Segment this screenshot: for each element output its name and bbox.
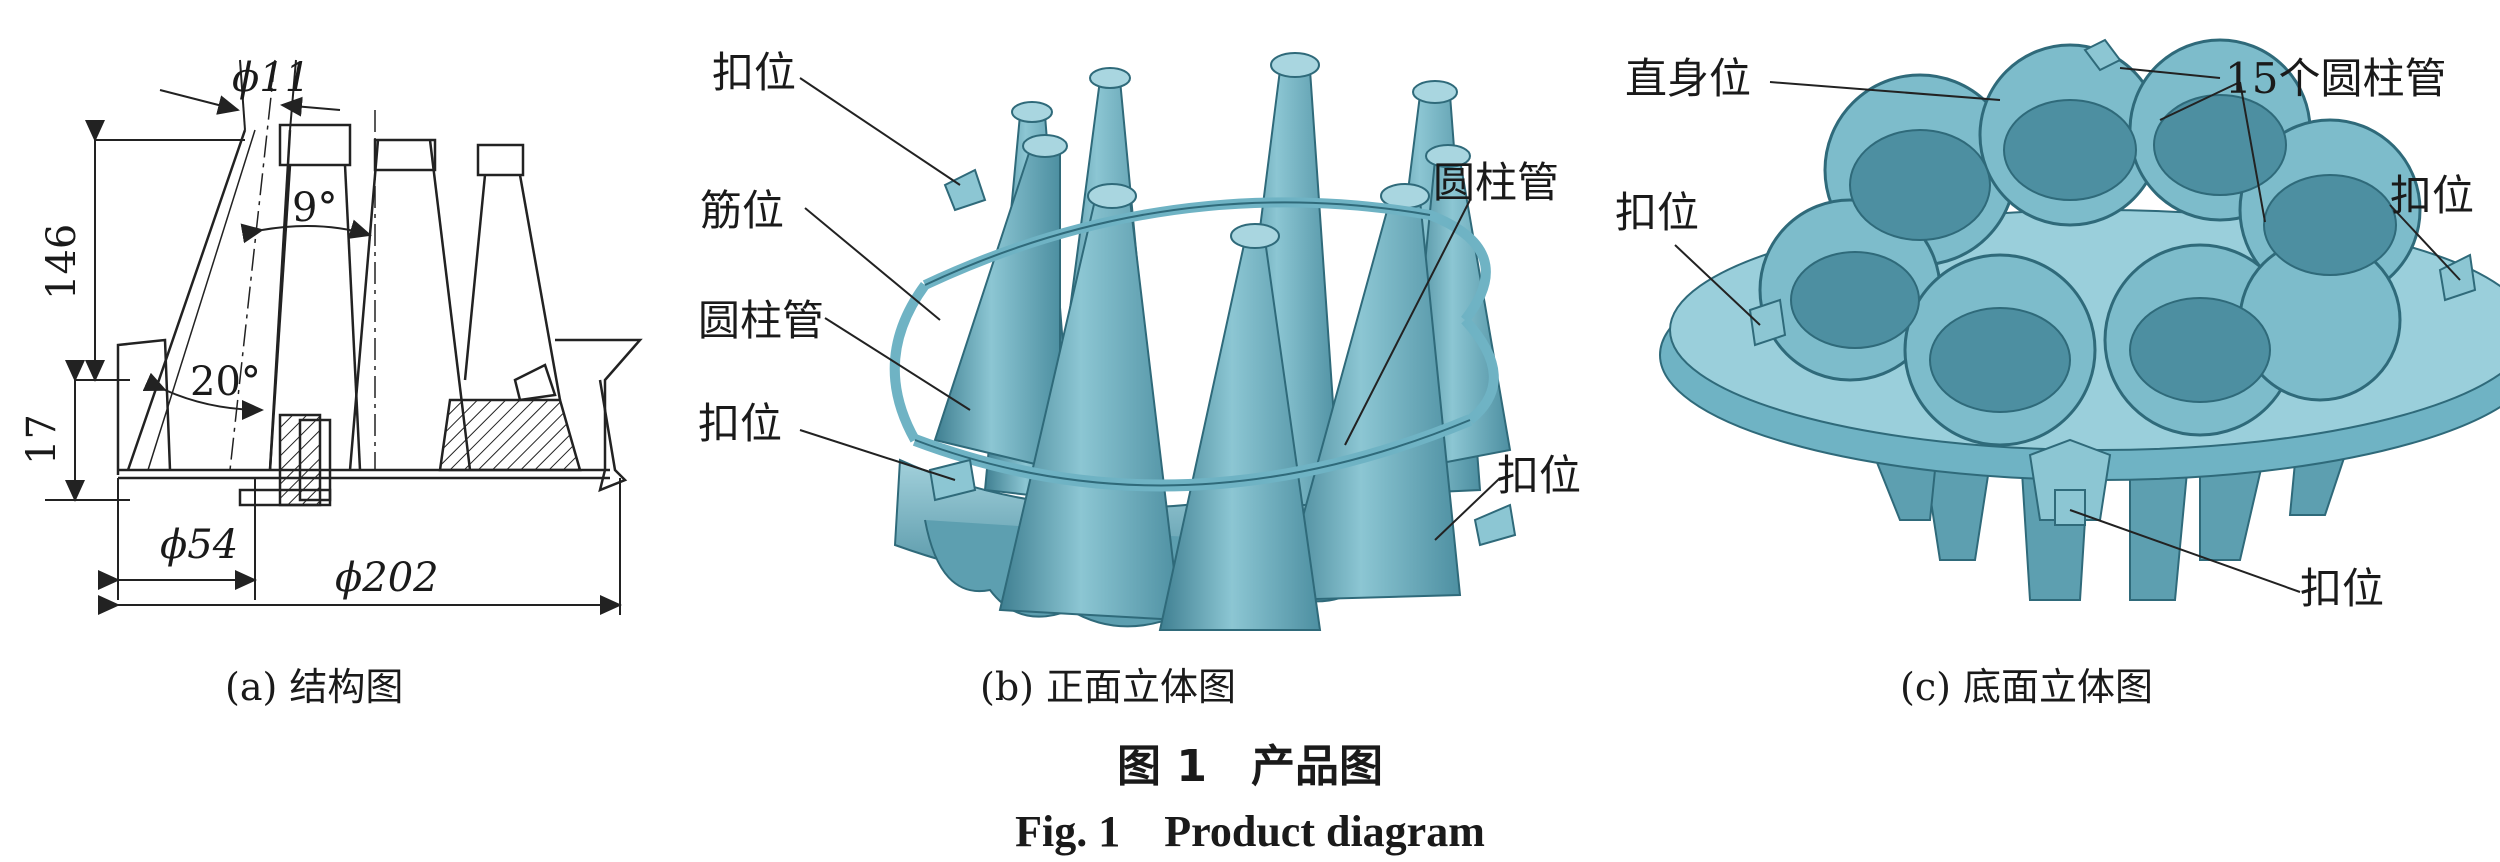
label-15-tubes: 15个圆柱管 [2225, 54, 2447, 103]
dim-20deg: 20° [190, 359, 261, 405]
bottom-cup-holes [1790, 94, 2397, 413]
dim-phi54: ϕ54 [160, 522, 239, 568]
label-kouwei-bottom-c: 扣位 [2300, 564, 2385, 613]
label-zhishenwei: 直身位 [1625, 54, 1752, 103]
dim-phi11: ϕ11 [232, 55, 311, 101]
front-cones [933, 52, 1512, 631]
figure-title-cn: 图 1 产品图 [1117, 741, 1383, 792]
label-kouwei-right: 扣位 [1497, 451, 1582, 500]
dim-17: 17 [19, 414, 65, 465]
panel-b-front-view: 扣位 筋位 圆柱管 扣位 圆柱管 扣位 (b) 正面立体图 [640, 0, 1620, 760]
front-ring [889, 197, 1499, 492]
label-yuanzhuguan-left: 圆柱管 [698, 296, 825, 345]
dim-9deg: 9° [292, 185, 338, 231]
figure-title-en: Fig. 1 Product diagram [1015, 807, 1485, 856]
panel-a-structure-drawing: ϕ11 9° 146 20° 17 ϕ54 ϕ202 (a) 结构图 [0, 0, 680, 760]
bottom-center-snap [1748, 38, 2477, 526]
label-kouwei-right-c: 扣位 [2390, 171, 2475, 220]
front-leader-lines [799, 77, 1501, 541]
label-jinwei: 筋位 [700, 186, 785, 235]
bottom-view-svg [1659, 38, 2500, 601]
label-yuanzhuguan-right: 圆柱管 [1433, 158, 1560, 207]
label-kouwei-left-c: 扣位 [1615, 188, 1700, 237]
middle-cone [238, 123, 472, 507]
caption-b: (b) 正面立体图 [980, 665, 1237, 709]
dimension-lines [45, 59, 622, 615]
label-kouwei-top: 扣位 [712, 48, 797, 97]
bottom-leader-lines [1674, 67, 2461, 593]
right-cone [438, 143, 582, 472]
structure-drawing-svg [45, 59, 643, 615]
panel-c-bottom-view: 直身位 15个圆柱管 扣位 扣位 扣位 (c) 底面立体图 [1600, 0, 2500, 760]
front-view-svg [799, 52, 1517, 631]
dim-146: 146 [39, 223, 85, 300]
dim-phi202: ϕ202 [335, 555, 439, 601]
caption-a: (a) 结构图 [225, 665, 404, 709]
label-kouwei-left: 扣位 [698, 399, 783, 448]
caption-c: (c) 底面立体图 [1900, 665, 2154, 709]
